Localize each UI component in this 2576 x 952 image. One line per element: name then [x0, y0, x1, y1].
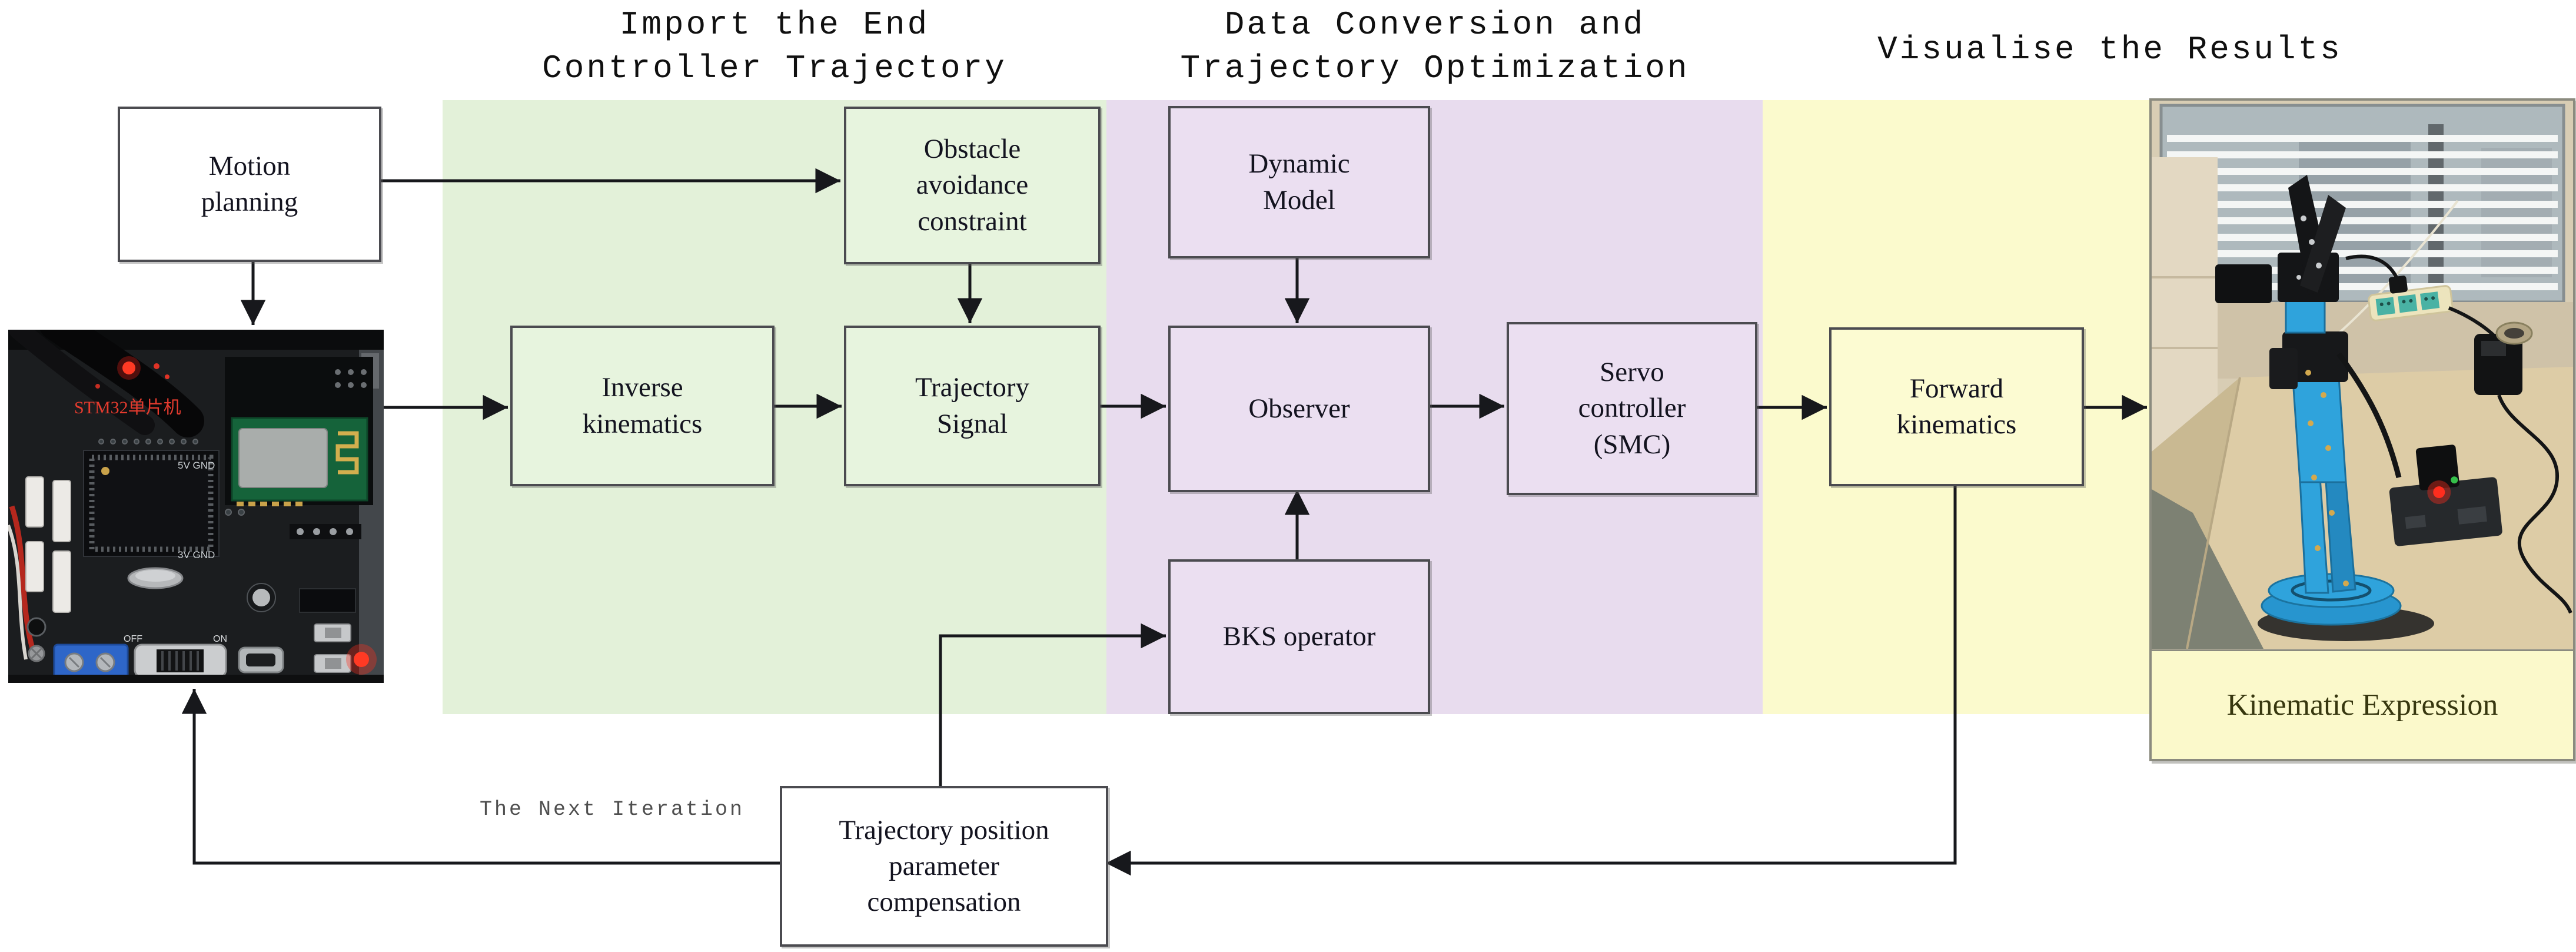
arm-cable — [2336, 352, 2402, 479]
node-label: Motion planning — [201, 150, 298, 217]
node-label: Trajectory position parameter compensati… — [839, 814, 1049, 918]
pin-label-5v-gnd: 5V GND — [178, 460, 215, 471]
carpet — [2152, 489, 2263, 649]
bluetooth-module — [225, 357, 373, 506]
node-label: Observer — [1248, 393, 1350, 424]
stage-title-visualise: Visualise the Results — [1877, 31, 2342, 68]
plug-cable — [2345, 254, 2398, 278]
node-label: Dynamic Model — [1248, 148, 1350, 215]
stage-title-import: Import the End Controller Trajectory — [542, 6, 1007, 87]
node-label: Obstacle avoidance constraint — [916, 134, 1029, 237]
controller-board-photo: STM32单片机 5V GND 3V GND — [8, 330, 384, 683]
switch-label-on: ON — [213, 634, 227, 644]
arrow-forward-to-compensation — [1106, 482, 1957, 876]
control-board — [2389, 445, 2502, 546]
stage-title-conversion: Data Conversion and Trajectory Optimizat… — [1180, 6, 1690, 87]
node-bks-operator: BKS operator — [1168, 559, 1430, 714]
node-trajectory-signal: Trajectory Signal — [844, 326, 1101, 486]
stm32-silkscreen-label: STM32单片机 — [74, 398, 181, 417]
arrow-compensation-to-bks — [939, 623, 1166, 786]
window-blinds — [2159, 104, 2565, 304]
status-leds — [95, 356, 169, 389]
jst-connectors — [25, 476, 71, 613]
node-observer: Observer — [1168, 326, 1430, 492]
node-label: Forward kinematics — [1896, 373, 2017, 440]
mcu-chip — [83, 450, 220, 557]
node-label: Inverse kinematics — [582, 372, 703, 439]
switch-label-off: OFF — [124, 634, 142, 644]
next-iteration-label: The Next Iteration — [479, 798, 745, 821]
node-inverse-kinematics: Inverse kinematics — [510, 326, 775, 486]
node-forward-kinematics: Forward kinematics — [1829, 327, 2084, 486]
crystal-oscillator — [127, 567, 184, 589]
robot-arm-photo: Kinematic Expression — [2149, 98, 2575, 761]
power-adapter — [2474, 334, 2522, 395]
node-trajectory-position-parameter-compensation: Trajectory position parameter compensati… — [780, 786, 1108, 947]
capacitor — [247, 583, 276, 612]
node-label: BKS operator — [1222, 621, 1376, 652]
robot-arm — [2215, 175, 2434, 641]
node-obstacle-avoidance-constraint: Obstacle avoidance constraint — [844, 107, 1101, 264]
power-led — [346, 644, 377, 675]
serial-header — [290, 524, 361, 539]
node-motion-planning: Motion planning — [118, 107, 381, 262]
power-strip — [2368, 276, 2454, 321]
pin-label-3v-gnd: 3V GND — [178, 549, 215, 560]
arrow-compensation-to-board — [181, 689, 780, 865]
node-servo-controller-smc: Servo controller (SMC) — [1507, 322, 1757, 495]
gripper-servo — [2215, 264, 2272, 303]
driver-ic — [299, 588, 356, 613]
power-switch — [134, 643, 227, 678]
mounting-screws — [26, 617, 46, 662]
desk-surface — [2187, 367, 2573, 649]
micro-usb-port — [238, 646, 284, 674]
adapter-cable — [2497, 394, 2572, 614]
push-buttons — [314, 623, 351, 673]
kinematic-expression-caption: Kinematic Expression — [2152, 649, 2573, 759]
node-label: Servo controller (SMC) — [1578, 357, 1686, 460]
terminal-block — [53, 643, 129, 681]
node-label: Trajectory Signal — [915, 372, 1030, 439]
node-dynamic-model: Dynamic Model — [1168, 106, 1430, 258]
